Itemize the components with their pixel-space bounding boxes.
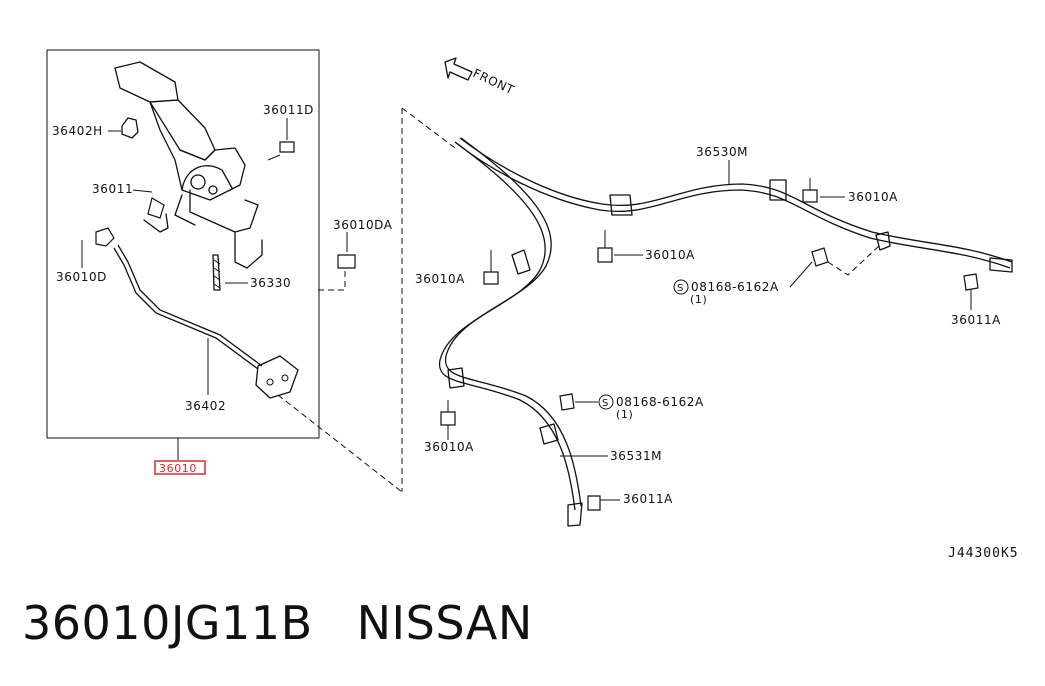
part-36402-front-cable [113,244,299,399]
s-mark-1: S [677,283,684,294]
part-36531M-rear-cable-left [438,137,608,527]
footer-part-number: 36010JG11B [22,596,313,650]
front-direction-arrow-icon [444,57,473,81]
label-qty-left: (1) [616,408,633,421]
label-36010DA: 36010DA [333,218,393,232]
s-mark-2: S [602,398,609,409]
front-label: FRONT [471,66,517,97]
bolt-36010A-upper-right [802,178,845,203]
bolt-36011A-right [963,273,979,310]
label-36531M: 36531M [610,449,662,463]
footer-caption: 36010JG11B NISSAN [22,596,577,650]
label-36330: 36330 [250,276,291,290]
bolt-36011A-lower [587,495,620,511]
parking-brake-lever [114,61,263,269]
label-36402: 36402 [185,399,226,413]
label-36011: 36011 [92,182,133,196]
part-36010DA-nut [337,232,356,269]
diagram-reference-code: J44300K5 [948,546,1019,561]
highlight-box-36010 [154,460,206,475]
lever-assembly-frame [46,49,320,439]
label-36010A-left: 36010A [415,272,465,286]
label-36530M: 36530M [696,145,748,159]
label-08168-6162A-left: 08168-6162A [616,395,704,409]
bolt-08168-6162A-left [559,393,598,411]
label-36011D: 36011D [263,103,314,117]
part-36402H-clip [108,117,139,139]
label-36010-highlight: 36010 [159,462,197,475]
label-36010A-upper-right: 36010A [848,190,898,204]
part-36011-bolt [132,189,169,233]
part-36010D-nut [81,227,115,268]
label-36010A-lower: 36010A [424,440,474,454]
part-36330-spring [212,254,248,291]
part-36530M-rear-cable-right [454,137,1013,273]
label-36010D: 36010D [56,270,107,284]
label-36402H: 36402H [52,124,103,138]
label-36011A-right: 36011A [951,313,1001,327]
part-36011D-bolt [267,118,295,161]
s-marker-circle-1 [673,279,689,295]
s-marker-circle-2 [598,394,614,410]
bolt-36010A-upper-mid [597,230,643,263]
label-08168-6162A-right: 08168-6162A [691,280,779,294]
label-36011A-lower: 36011A [623,492,673,506]
label-qty-right: (1) [690,293,707,306]
label-36010A-upper-mid: 36010A [645,248,695,262]
bolt-36010A-left [483,250,499,285]
footer-brand: NISSAN [356,596,533,650]
bolt-36010A-lower [440,400,456,440]
bolt-08168-6162A-right [789,244,881,288]
